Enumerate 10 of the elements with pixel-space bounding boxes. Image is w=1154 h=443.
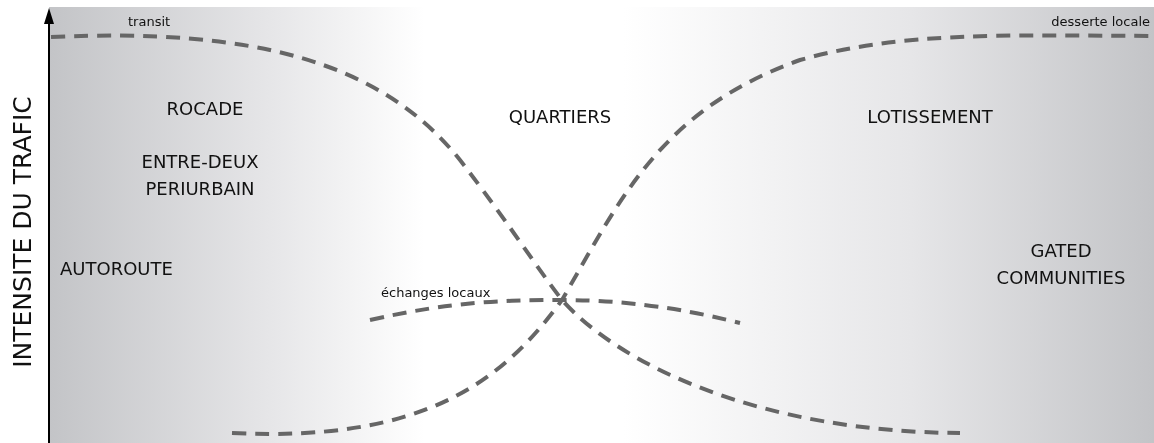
zone-label: QUARTIERS [507, 105, 613, 129]
axis-title: INTENSITE DU TRAFIC [7, 95, 38, 370]
curve-label: échanges locaux [381, 284, 492, 302]
zone-label: GATED COMMUNITIES [995, 239, 1127, 290]
zone-label: AUTOROUTE [60, 257, 174, 281]
zone-label: ROCADE [165, 97, 245, 121]
zone-label: LOTISSEMENT [866, 105, 994, 129]
zone-label: ENTRE-DEUX PERIURBAIN [140, 150, 260, 201]
curve-label: transit [128, 13, 172, 31]
curve-label: desserte locale [1050, 13, 1150, 31]
